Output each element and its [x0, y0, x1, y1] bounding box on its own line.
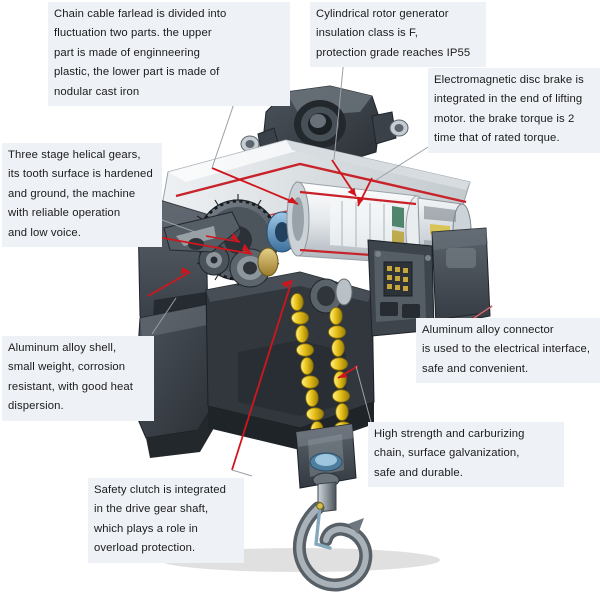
callout-cylindrical-rotor-generator: Cylindrical rotor generator insulation c…: [310, 2, 486, 68]
arrow-clutch: [231, 279, 293, 471]
chain-sprocket: [309, 278, 353, 314]
arrow-shell: [147, 267, 191, 297]
leader-shell: [151, 297, 177, 335]
callout-three-stage-helical-gears: Three stage helical gears, its tooth sur…: [2, 143, 162, 248]
leader-rotor: [333, 57, 345, 161]
arrow-chain: [337, 365, 359, 379]
arrow-gears: [151, 235, 253, 255]
callout-high-strength-chain: High strength and carburizing chain, sur…: [368, 422, 564, 488]
leader-connector: [473, 305, 493, 319]
callout-aluminum-alloy-shell: Aluminum alloy shell, small weight, corr…: [2, 336, 154, 421]
arrow-rotor: [331, 159, 357, 197]
terminal-strip: [383, 261, 413, 297]
leader-brake: [375, 141, 437, 181]
callout-aluminum-alloy-connector: Aluminum alloy connector is used to the …: [416, 318, 600, 384]
callout-electromagnetic-disc-brake: Electromagnetic disc brake is integrated…: [428, 68, 600, 153]
electrical-control-box: [367, 239, 435, 337]
leader-chain-strength: [355, 365, 373, 427]
callout-safety-clutch: Safety clutch is integrated in the drive…: [88, 478, 244, 563]
hook-block: [292, 423, 373, 592]
leader-gears: [161, 219, 207, 237]
arrow-farlead: [211, 167, 299, 205]
arrow-gear-hub: [205, 233, 241, 243]
arrow-brake: [357, 177, 373, 207]
callout-chain-cable-farlead: Chain cable farlead is divided into fluc…: [48, 2, 290, 107]
leader-clutch: [231, 469, 253, 477]
